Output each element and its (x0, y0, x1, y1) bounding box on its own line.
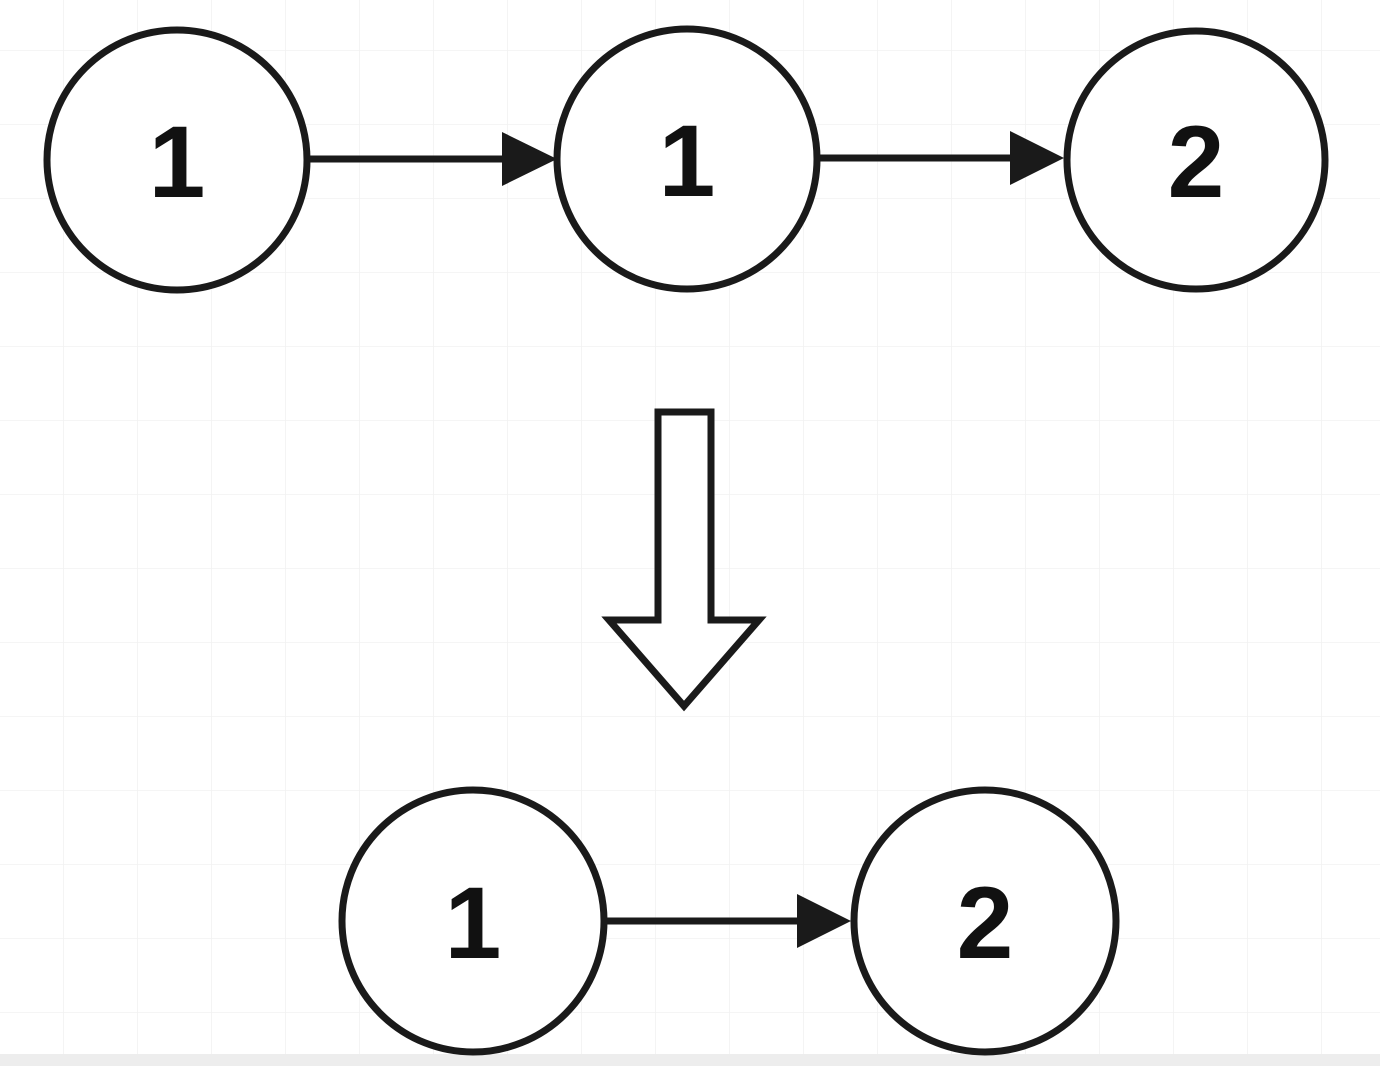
before-list: 1 1 2 (43, 25, 1329, 294)
node-label: 2 (1168, 105, 1225, 219)
link-arrow (606, 894, 851, 948)
node-circle (43, 26, 311, 294)
node-label: 1 (445, 866, 502, 980)
arrowhead-icon (1010, 131, 1064, 185)
list-node: 1 (43, 26, 311, 294)
arrowhead-icon (502, 132, 557, 186)
link-arrow (819, 131, 1064, 185)
list-node: 2 (1063, 27, 1329, 293)
node-circle (1063, 27, 1329, 293)
arrowhead-icon (797, 894, 851, 948)
node-label: 1 (149, 105, 206, 219)
node-circle (850, 786, 1120, 1056)
list-node: 1 (553, 25, 821, 293)
node-label: 1 (659, 104, 716, 218)
node-label: 2 (957, 866, 1014, 980)
after-list: 1 2 (338, 786, 1120, 1056)
link-arrow (310, 132, 557, 186)
list-node: 2 (850, 786, 1120, 1056)
node-circle (553, 25, 821, 293)
bottom-grid-band (0, 1054, 1380, 1066)
list-node: 1 (338, 786, 608, 1056)
node-circle (338, 786, 608, 1056)
transform-down-arrow-icon (601, 408, 767, 712)
